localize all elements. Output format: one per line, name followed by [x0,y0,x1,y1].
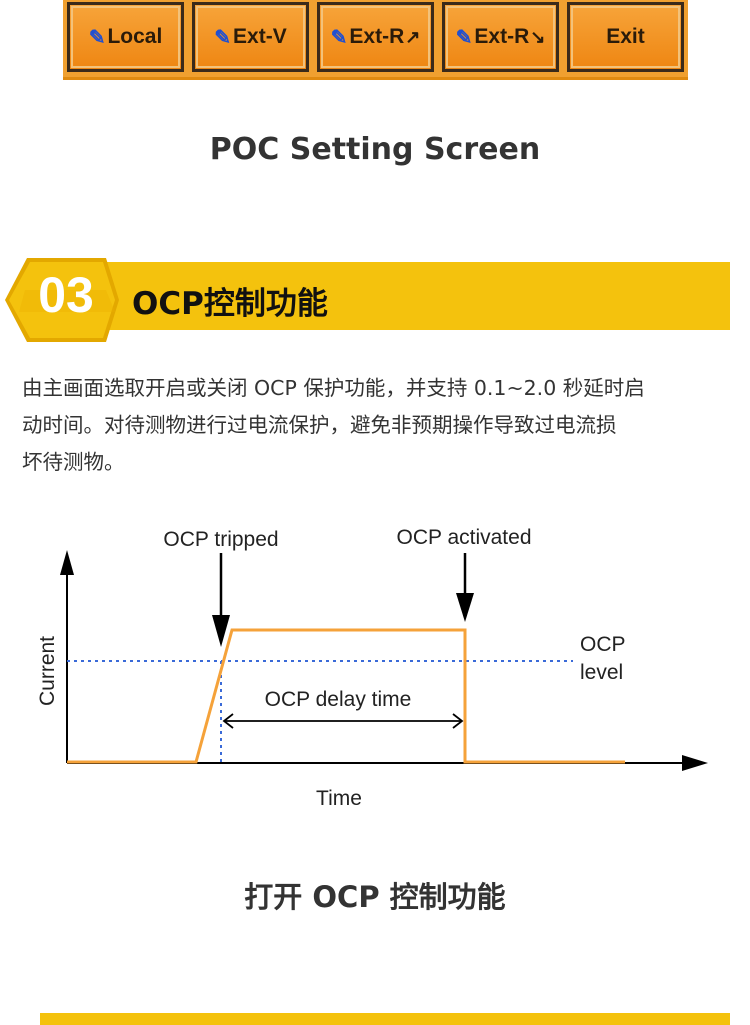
top-toolbar: ✎ Local ✎ Ext-V ✎ Ext-R ↗ ✎ Ext-R ↘ Exit [63,0,688,80]
ocp-tripped-label: OCP tripped [163,528,278,551]
description-paragraph: 由主画面选取开启或关闭 OCP 保护功能，并支持 0.1~2.0 秒延时启 动时… [22,370,728,481]
y-axis-label: Current [36,636,59,706]
x-axis-label: Time [316,787,362,810]
ext-r-rise-button[interactable]: ✎ Ext-R ↗ [317,2,434,72]
pencil-icon: ✎ [88,26,106,49]
ext-r-fall-button-label: Ext-R [474,25,530,48]
ocp-activated-label: OCP activated [396,526,531,549]
arrow-down-right-icon: ↘ [530,26,546,47]
ocp-timing-diagram: OCP tripped OCP activated OCP level OCP … [36,526,708,810]
bottom-caption: 打开 OCP 控制功能 [244,880,506,914]
y-axis-arrow-icon [60,550,74,575]
next-section-bar [40,1013,730,1025]
local-button-label: Local [107,25,163,48]
exit-button[interactable]: Exit [567,2,684,72]
pencil-icon: ✎ [455,26,473,49]
x-axis-arrow-icon [682,755,708,771]
ocp-delay-label: OCP delay time [265,688,412,711]
ext-r-rise-button-label: Ext-R [349,25,405,48]
current-trace [67,628,625,764]
pencil-icon: ✎ [214,26,232,49]
delay-arrow-right-icon [452,713,464,729]
section-number: 03 [38,267,94,323]
arrow-up-right-icon: ↗ [405,26,421,47]
section-header-bar [40,262,730,330]
activated-arrow-icon [456,593,474,622]
ocp-level-label-line1: OCP [580,633,626,656]
exit-button-label: Exit [606,25,645,48]
ext-r-fall-button[interactable]: ✎ Ext-R ↘ [442,2,559,72]
pencil-icon: ✎ [330,26,348,49]
local-button[interactable]: ✎ Local [67,2,184,72]
tripped-arrow-icon [212,615,230,647]
section-number-badge [5,258,119,342]
paragraph-line: 由主画面选取开启或关闭 OCP 保护功能，并支持 0.1~2.0 秒延时启 [22,376,645,400]
paragraph-line: 坏待测物。 [22,450,125,474]
paragraph-line: 动时间。对待测物进行过电流保护，避免非预期操作导致过电流损 [22,413,617,437]
delay-arrow-left-icon [222,713,234,729]
top-caption: POC Setting Screen [209,132,541,167]
section-title: OCP控制功能 [132,286,328,322]
ext-v-button-label: Ext-V [233,25,287,48]
ocp-level-label-line2: level [580,661,623,684]
ext-v-button[interactable]: ✎ Ext-V [192,2,309,72]
